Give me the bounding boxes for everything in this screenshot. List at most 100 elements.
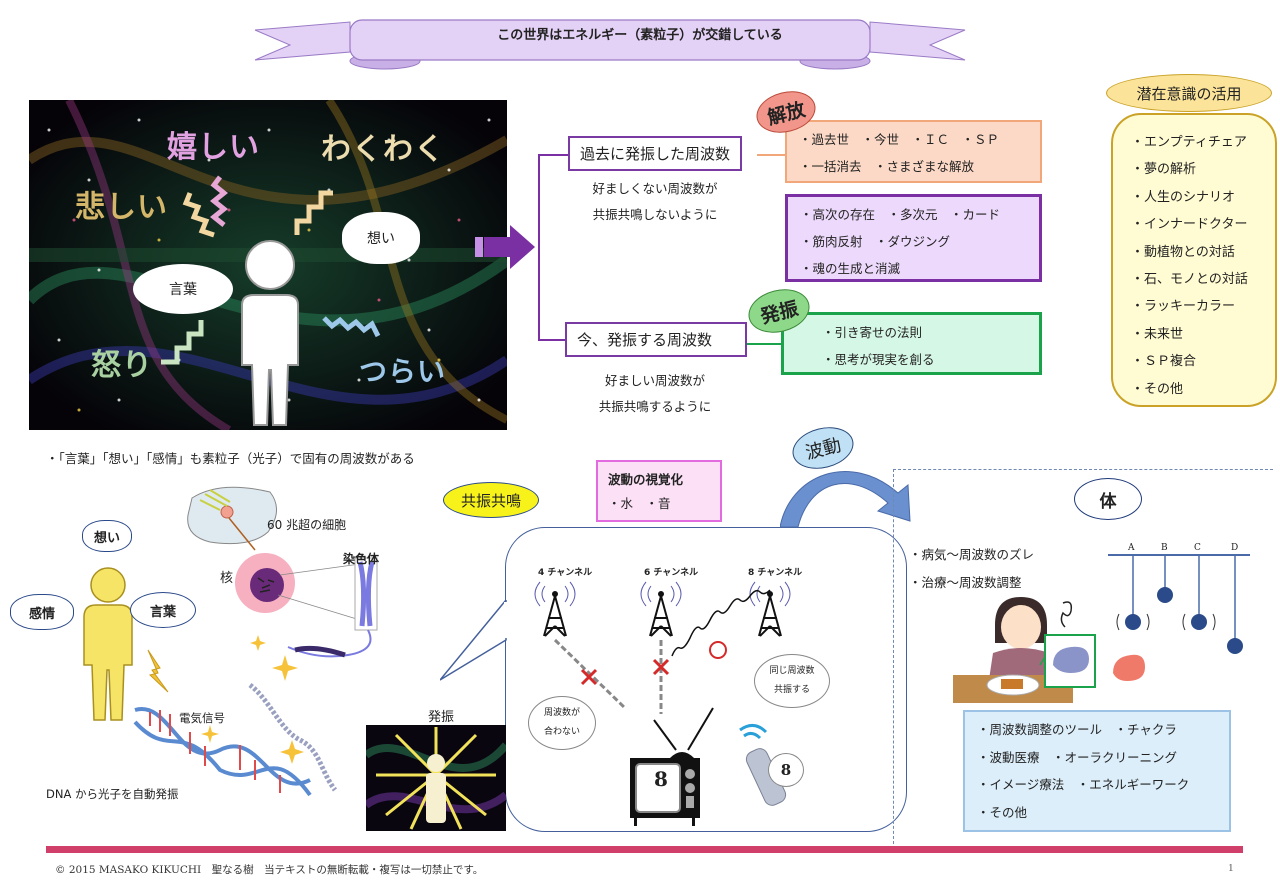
list-item: ・その他: [1131, 381, 1184, 397]
wavy-arrow-joy: [209, 175, 229, 227]
yellow-person-figure: [83, 567, 133, 721]
curved-arrow-icon: [780, 471, 911, 528]
channel-label: 8 チャンネル: [748, 568, 803, 578]
dna-helix-icon: [133, 683, 338, 797]
right-arrow-icon: [475, 225, 535, 269]
cell-icon: [187, 486, 277, 551]
match-bubble: 同じ周波数 共振する: [754, 654, 830, 708]
note-line: 好ましい周波数が: [604, 373, 705, 388]
wavy-arrow-excitement: [294, 190, 333, 235]
list-item: ・筋肉反射 ・ダウジング: [800, 234, 951, 249]
release-methods-box: ・過去世 ・今世 ・ＩＣ ・ＳＰ ・一括消去 ・さまざまな解放: [785, 120, 1042, 183]
resonance-tag: 共振共鳴: [443, 482, 539, 518]
cell-dna-illustration: [133, 486, 378, 797]
list-item: ・インナードクター: [1131, 217, 1248, 233]
tv-icon: [630, 707, 714, 826]
branch-line: [538, 154, 568, 156]
connector-line: [757, 154, 785, 156]
bubble-line: 共振する: [773, 685, 810, 695]
list-item: ・エンプティチェア: [1131, 135, 1247, 150]
thought-cloud-emotion: 感情: [10, 594, 74, 630]
list-item: ・過去世 ・今世 ・ＩＣ ・ＳＰ: [799, 132, 1000, 147]
page-title: この世界はエネルギー（素粒子）が交錯している: [497, 28, 783, 43]
speech-tail: [440, 600, 508, 681]
branch-line: [538, 154, 540, 340]
page-number: 1: [1228, 862, 1234, 874]
emotion-sadness: 悲しい: [75, 190, 168, 225]
photon-note: ・「言葉」「想い」「感情」も素粒子（光子）で固有の周波数がある: [46, 451, 415, 466]
wave-visualization-box: 波動の視覚化 ・水 ・音: [596, 460, 722, 522]
cosmic-background: [29, 100, 507, 430]
list-item: ・周波数調整のツール ・チャクラ: [977, 722, 1177, 737]
list-item: ・ＳＰ複合: [1131, 354, 1197, 370]
emotion-joy: 嬉しい: [167, 130, 260, 165]
circle-mark-icon: [709, 641, 727, 659]
visualization-items: ・水 ・音: [608, 496, 671, 511]
past-frequency-note: 好ましくない周波数が 共振共鳴しないように: [565, 176, 745, 228]
body-title: 体: [1074, 478, 1142, 520]
sparkle-icons: [201, 635, 304, 764]
nucleus-icon: [235, 553, 361, 621]
remote-channel-bubble: 8: [768, 753, 804, 787]
oscillation-image: [366, 725, 506, 831]
list-item: ・高次の存在 ・多次元 ・カード: [800, 207, 1001, 222]
visualization-title: 波動の視覚化: [608, 472, 684, 487]
other-methods-box: ・高次の存在 ・多次元 ・カード ・筋肉反射 ・ダウジング ・魂の生成と消滅: [785, 194, 1042, 282]
pendulum-label: D: [1231, 543, 1239, 553]
speech-bubble-words: 言葉: [130, 592, 196, 628]
cosmic-energy-image: 嬉しい わくわく 悲しい 怒り つらい 言葉 想い: [29, 100, 507, 430]
thought-cloud-thoughts: 想い: [82, 520, 132, 552]
list-item: ・一括消去 ・さまざまな解放: [799, 159, 975, 174]
note-line: 好ましくない周波数が: [592, 181, 718, 196]
wavy-arrow-pain: [322, 316, 381, 338]
current-frequency-note: 好ましい周波数が 共振共鳴するように: [565, 368, 745, 420]
list-item: ・魂の生成と消滅: [800, 261, 901, 276]
note-line: ・治療～周波数調整: [909, 575, 1022, 590]
frequency-tools-box: ・周波数調整のツール ・チャクラ ・波動医療 ・オーラクリーニング ・イメージ療…: [963, 710, 1231, 832]
list-item: ・ラッキーカラー: [1131, 299, 1236, 315]
list-item: ・動植物との対話: [1131, 244, 1235, 260]
speech-bubble-words: 言葉: [133, 264, 233, 314]
pendulum-label: C: [1194, 543, 1201, 553]
electric-signal-label: 電気信号: [179, 711, 225, 725]
list-item: ・その他: [977, 804, 1028, 820]
oscillation-label: 発振: [428, 710, 455, 725]
subconscious-title: 潜在意識の活用: [1106, 74, 1272, 112]
x-mark-icon: [580, 668, 598, 686]
tv-channel-number: 8: [654, 767, 668, 791]
emotion-anger: 怒り: [91, 348, 153, 383]
dna-label: DNA から光子を自動発振: [46, 787, 179, 801]
broadcast-diagram: [534, 581, 791, 826]
note-line: 共振共鳴するように: [598, 399, 712, 414]
pendulum-diagram: [1108, 554, 1250, 654]
wavy-arrow-sadness: [182, 192, 215, 238]
branch-line: [538, 339, 568, 341]
woman-eating-illustration: [953, 597, 1145, 703]
bubble-line: 同じ周波数: [769, 666, 815, 676]
antenna-tower-icon: [534, 581, 576, 637]
list-item: ・引き寄せの法則: [822, 325, 923, 340]
cells-label: 60 兆超の細胞: [267, 518, 347, 532]
nucleus-label: 核: [220, 571, 234, 586]
lightning-icon: [147, 649, 169, 693]
footer-divider: [46, 846, 1243, 853]
copyright-notice: © 2015 MASAKO KIKUCHI 聖なる樹 当テキストの無断転載・複写…: [55, 864, 484, 876]
resonant-wave: [671, 589, 771, 657]
body-section-frame: [893, 469, 1273, 849]
list-item: ・波動医療 ・オーラクリーニング: [977, 749, 1178, 765]
pendulum-label: B: [1161, 543, 1168, 553]
body-notes: ・病気～周波数のズレ ・治療～周波数調整: [909, 541, 1034, 597]
subconscious-panel: ・エンプティチェア ・夢の解析 ・人生のシナリオ ・インナードクター ・動植物と…: [1111, 113, 1277, 407]
title-ribbon: [254, 19, 966, 70]
list-item: ・思考が現実を創る: [822, 352, 935, 367]
past-frequency-box: 過去に発振した周波数: [568, 136, 743, 171]
note-line: 共振共鳴しないように: [592, 207, 718, 222]
bubble-line: 合わない: [543, 727, 580, 737]
list-item: ・夢の解析: [1131, 162, 1197, 178]
channel-label: 6 チャンネル: [644, 568, 699, 578]
bubble-line: 周波数が: [543, 708, 580, 718]
person-figure: [241, 240, 299, 426]
list-item: ・人生のシナリオ: [1131, 189, 1236, 205]
x-mark-icon: [652, 658, 670, 676]
pendulum-label: A: [1128, 543, 1135, 553]
